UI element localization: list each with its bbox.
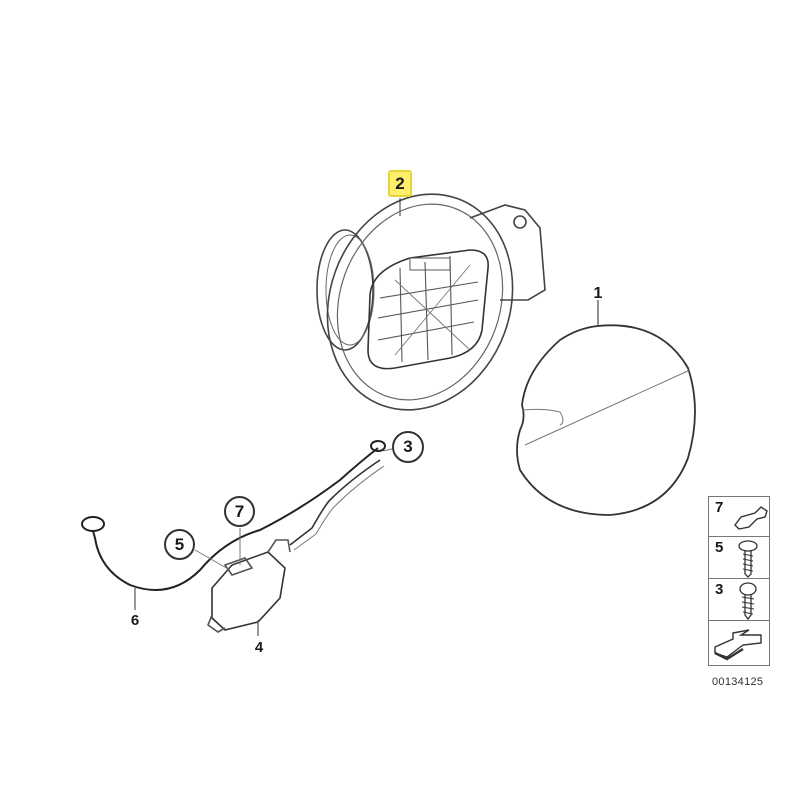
callout-5[interactable]: 5: [164, 529, 195, 560]
fuel-filler-flap[interactable]: [516, 300, 696, 516]
callout-3-label: 3: [403, 437, 413, 456]
callout-3[interactable]: 3: [392, 431, 424, 463]
legend-item-5-label: 5: [715, 539, 724, 556]
callout-2[interactable]: 2: [388, 170, 412, 197]
callout-7[interactable]: 7: [224, 496, 255, 527]
fastener-legend: 7 5 3: [708, 496, 770, 666]
callout-2-label: 2: [395, 173, 405, 193]
document-id: 00134125: [712, 676, 764, 688]
legend-item-3-label: 3: [715, 581, 724, 598]
direction-arrow-icon: [714, 629, 762, 661]
emergency-release-cable[interactable]: [81, 440, 386, 610]
callout-7-label: 7: [234, 501, 245, 521]
callout-1[interactable]: 1: [593, 285, 603, 302]
legend-item-7-label: 7: [715, 499, 724, 516]
callout-5-label: 5: [174, 534, 185, 554]
screw-icon: [738, 540, 758, 578]
clip-icon: [734, 506, 768, 530]
actuator[interactable]: [194, 528, 291, 636]
actuator-rod[interactable]: [289, 447, 397, 551]
legend-item-direction: [709, 621, 769, 667]
self-tapping-screw-icon: [739, 582, 757, 620]
legend-item-7[interactable]: 7: [709, 497, 769, 537]
filler-pipe-housing[interactable]: [298, 168, 546, 436]
legend-item-5[interactable]: 5: [709, 537, 769, 579]
callout-6[interactable]: 6: [130, 612, 140, 629]
callout-4[interactable]: 4: [254, 639, 264, 656]
legend-item-3[interactable]: 3: [709, 579, 769, 621]
